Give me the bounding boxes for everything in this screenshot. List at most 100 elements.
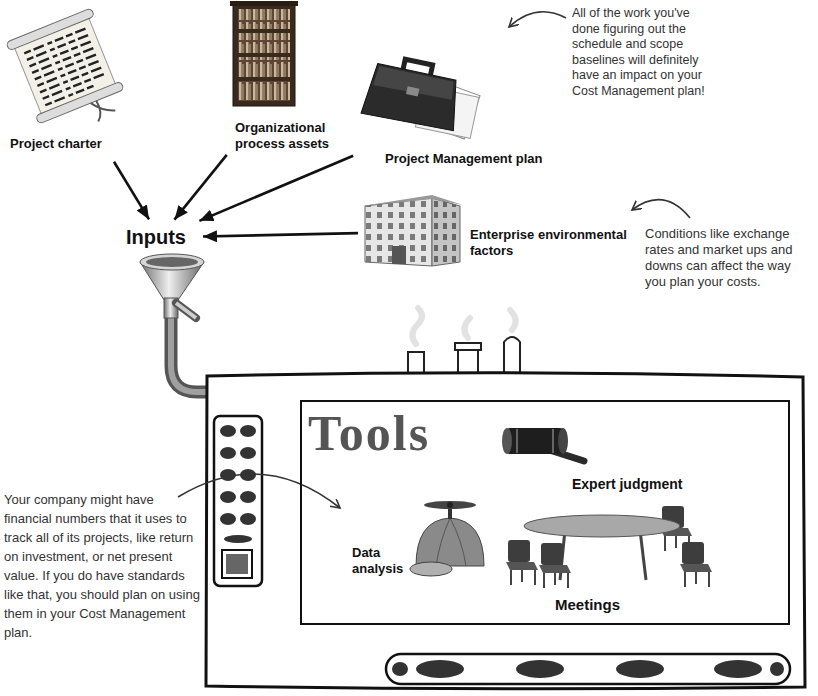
control-buttons (240, 513, 256, 525)
conveyor-belt (416, 660, 464, 678)
building (362, 195, 463, 206)
meeting-table (524, 515, 680, 537)
steam (464, 318, 470, 338)
propeller-cap (410, 501, 484, 576)
conveyor-belt (386, 654, 790, 684)
charter-scroll (6, 8, 95, 51)
propeller-cap (416, 518, 484, 566)
node-label: Tools (308, 402, 430, 464)
control-buttons (240, 491, 256, 503)
gavel (502, 428, 512, 454)
input-arrow (114, 162, 149, 220)
gavel (504, 428, 566, 454)
node-label: Project charter (10, 136, 102, 152)
meeting-table (506, 540, 538, 585)
building (432, 198, 460, 266)
bookcase (238, 57, 290, 77)
building (392, 246, 406, 264)
conveyor-belt (770, 662, 784, 676)
machine-housing (206, 373, 805, 689)
node-label: Organizational process assets (235, 120, 343, 152)
conveyor-belt (516, 660, 564, 678)
control-buttons (220, 491, 236, 503)
charter-scroll (91, 96, 117, 122)
propeller-cap (436, 518, 466, 566)
propeller-cap (447, 502, 453, 508)
meeting-table (640, 530, 646, 580)
input-item: Organizational process assets (228, 0, 348, 158)
machine-housing (206, 373, 805, 689)
funnel-and-pipe (176, 303, 196, 318)
briefcase (360, 53, 484, 141)
control-buttons (226, 554, 248, 574)
charter-scroll (14, 16, 117, 116)
control-buttons (214, 416, 262, 586)
tool-item: Data analysis (347, 505, 492, 590)
bookcase (238, 33, 290, 53)
conveyor-belt (392, 662, 408, 676)
bookcase (238, 9, 290, 29)
steam (412, 308, 422, 344)
input-item: Project charter (4, 2, 126, 160)
control-buttons (222, 550, 252, 578)
control-buttons (224, 535, 252, 543)
bookcase (230, 1, 298, 6)
control-buttons (240, 425, 256, 437)
callout-note: Your company might have financial number… (4, 490, 200, 642)
inputs-heading: Inputs (120, 222, 200, 253)
control-buttons (220, 513, 236, 525)
gavel (558, 428, 568, 454)
conveyor-belt (386, 654, 790, 684)
propeller-cap (424, 501, 476, 509)
leader-arrows (632, 200, 690, 218)
meeting-table (539, 543, 571, 588)
steam (510, 310, 516, 330)
conveyor-belt (714, 660, 762, 678)
meeting-table (506, 506, 712, 588)
funnel-and-pipe (140, 254, 214, 392)
chimneys (455, 343, 481, 350)
input-item: Project Management plan (355, 45, 575, 172)
building (362, 195, 463, 266)
gavel (516, 429, 518, 453)
conveyor-belt (616, 660, 664, 678)
tool-item: Meetings (497, 507, 717, 619)
conveyor-belt (392, 660, 784, 678)
bookcase (230, 1, 298, 106)
steam (412, 308, 515, 344)
funnel-and-pipe (176, 303, 196, 318)
callout-note: Conditions like exchange rates and marke… (645, 226, 810, 290)
propeller-cap (410, 562, 452, 576)
callout-note: All of the work you've done figuring out… (572, 6, 714, 99)
node-label: Meetings (555, 596, 620, 614)
gavel (502, 428, 584, 461)
control-buttons (220, 425, 236, 437)
control-buttons (214, 416, 262, 586)
bookcase (238, 81, 290, 101)
gavel (552, 429, 554, 453)
tool-item: Expert judgment (497, 422, 702, 498)
funnel-and-pipe (146, 257, 198, 267)
node-label: Enterprise environmental factors (470, 227, 628, 259)
bookcase (233, 2, 295, 106)
leader-arrows (509, 12, 566, 27)
input-arrow (199, 156, 353, 221)
charter-scroll (35, 81, 124, 124)
node-label: Expert judgment (572, 476, 682, 493)
funnel-and-pipe (140, 254, 204, 270)
leader-arrows (178, 474, 340, 508)
briefcase (406, 86, 419, 96)
meeting-table (680, 542, 712, 587)
node-label: Data analysis (352, 545, 410, 577)
node-label: Project Management plan (385, 151, 542, 167)
control-buttons (220, 447, 236, 459)
control-buttons (240, 447, 256, 459)
input-arrow (174, 155, 226, 220)
briefcase (361, 62, 464, 132)
node-label: Inputs (126, 225, 186, 249)
input-arrow (203, 233, 358, 236)
building (365, 198, 432, 266)
tools-panel: ToolsExpert judgmentData analysisMeeting… (300, 400, 790, 625)
